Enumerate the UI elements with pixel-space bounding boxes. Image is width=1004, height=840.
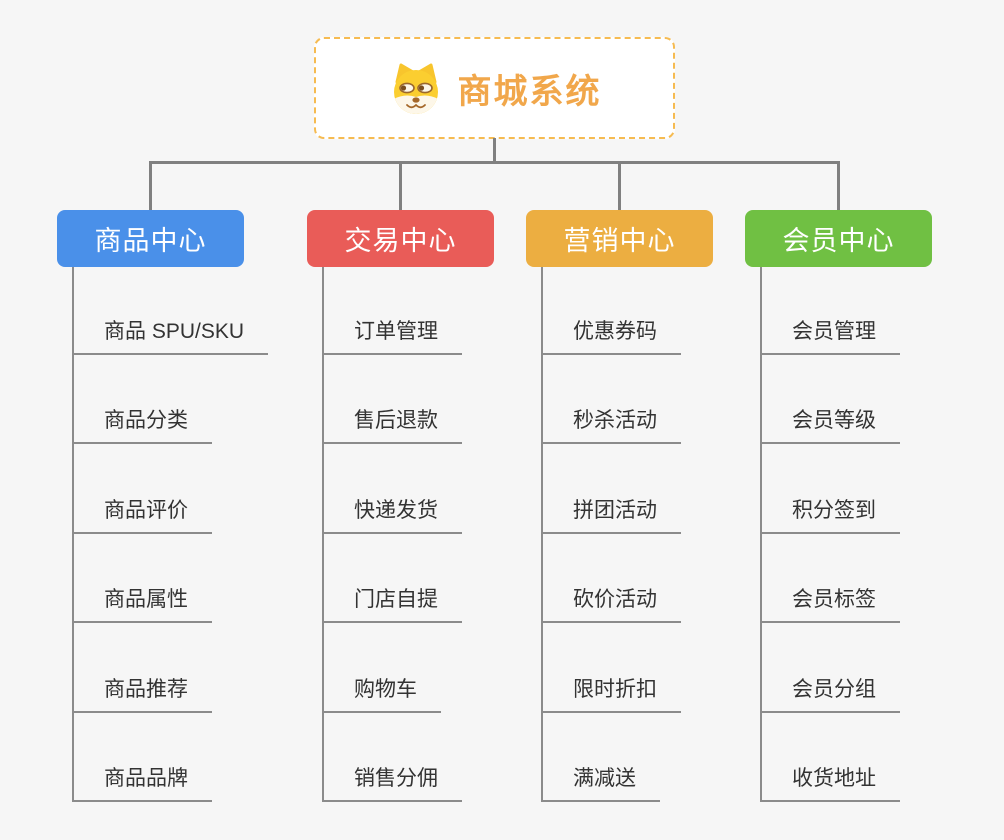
leaf-node[interactable]: 会员等级 bbox=[760, 408, 900, 444]
branch-trunk-line bbox=[541, 267, 543, 802]
leaf-node[interactable]: 商品 SPU/SKU bbox=[72, 319, 269, 355]
connector-drop-2 bbox=[399, 161, 402, 211]
connector-bus bbox=[149, 161, 840, 164]
leaf-node[interactable]: 购物车 bbox=[322, 677, 441, 713]
leaf-node[interactable]: 商品评价 bbox=[72, 498, 212, 534]
leaf-node[interactable]: 秒杀活动 bbox=[541, 408, 681, 444]
leaf-node[interactable]: 售后退款 bbox=[322, 408, 462, 444]
leaf-node[interactable]: 收货地址 bbox=[760, 766, 900, 802]
branch-node-trade-center[interactable]: 交易中心 bbox=[307, 210, 494, 267]
leaf-node[interactable]: 会员管理 bbox=[760, 319, 900, 355]
branch-label: 商品中心 bbox=[94, 226, 207, 256]
branch-label: 营销中心 bbox=[563, 226, 676, 256]
root-title: 商城系统 bbox=[457, 72, 602, 111]
branch-node-marketing-center[interactable]: 营销中心 bbox=[526, 210, 713, 267]
leaf-node[interactable]: 商品推荐 bbox=[72, 677, 212, 713]
connector-root-stub bbox=[493, 138, 496, 163]
leaf-node[interactable]: 会员标签 bbox=[760, 587, 900, 623]
leaf-node[interactable]: 销售分佣 bbox=[322, 766, 462, 802]
dog-face-icon bbox=[393, 63, 438, 114]
leaf-node[interactable]: 订单管理 bbox=[322, 319, 462, 355]
root-node-mall-system[interactable]: 商城系统 bbox=[314, 37, 675, 139]
branch-label: 交易中心 bbox=[344, 226, 457, 256]
branch-trunk-line bbox=[72, 267, 74, 802]
leaf-node[interactable]: 门店自提 bbox=[322, 587, 462, 623]
leaf-node[interactable]: 砍价活动 bbox=[541, 587, 681, 623]
branch-trunk-line bbox=[322, 267, 324, 802]
connector-drop-3 bbox=[618, 161, 621, 211]
branch-node-member-center[interactable]: 会员中心 bbox=[745, 210, 932, 267]
leaf-node[interactable]: 商品分类 bbox=[72, 408, 212, 444]
branch-column-member-center: 会员中心 会员管理 会员等级 积分签到 会员标签 会员分组 收货地址 bbox=[745, 210, 995, 802]
leaf-node[interactable]: 会员分组 bbox=[760, 677, 900, 713]
connector-drop-1 bbox=[149, 161, 152, 211]
leaf-node[interactable]: 快递发货 bbox=[322, 498, 462, 534]
leaf-node[interactable]: 拼团活动 bbox=[541, 498, 681, 534]
leaf-node[interactable]: 限时折扣 bbox=[541, 677, 681, 713]
branch-column-product-center: 商品中心 商品 SPU/SKU 商品分类 商品评价 商品属性 商品推荐 商品品牌 bbox=[57, 210, 307, 802]
leaf-node[interactable]: 满减送 bbox=[541, 766, 660, 802]
branch-label: 会员中心 bbox=[782, 226, 895, 256]
leaf-node[interactable]: 优惠券码 bbox=[541, 319, 681, 355]
connector-drop-4 bbox=[837, 161, 840, 211]
branch-column-marketing-center: 营销中心 优惠券码 秒杀活动 拼团活动 砍价活动 限时折扣 满减送 bbox=[526, 210, 776, 802]
leaf-node[interactable]: 商品属性 bbox=[72, 587, 212, 623]
branch-node-product-center[interactable]: 商品中心 bbox=[57, 210, 244, 267]
leaf-node[interactable]: 商品品牌 bbox=[72, 766, 212, 802]
leaf-node[interactable]: 积分签到 bbox=[760, 498, 900, 534]
branch-trunk-line bbox=[760, 267, 762, 802]
branch-column-trade-center: 交易中心 订单管理 售后退款 快递发货 门店自提 购物车 销售分佣 bbox=[307, 210, 557, 802]
